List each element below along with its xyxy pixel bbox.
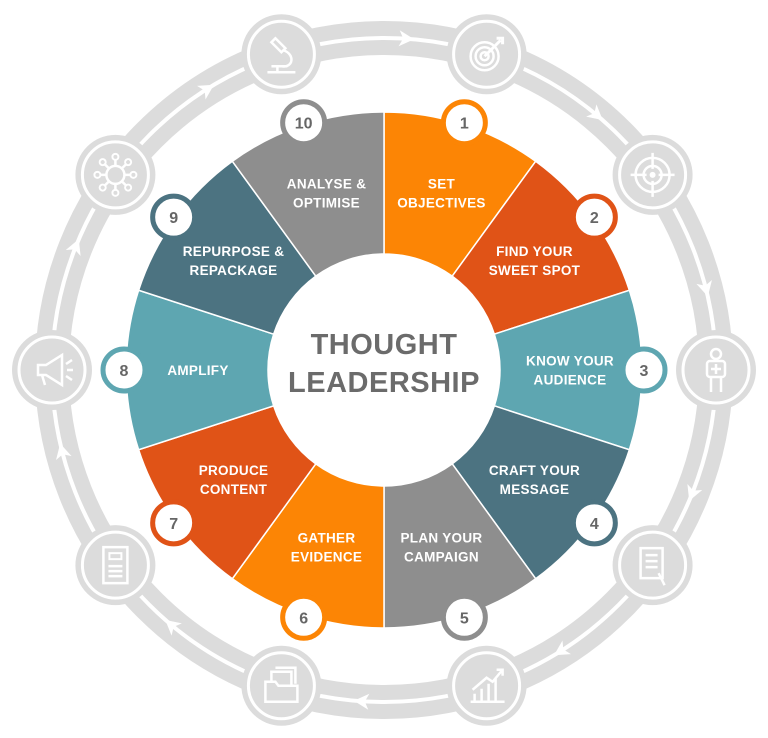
step-icon-badge (612, 525, 693, 606)
step-icon-badge (241, 645, 322, 726)
step-number-badge: 4 (570, 499, 618, 547)
document-icon (102, 545, 129, 585)
person-icon (705, 347, 727, 392)
step-number-badge: 9 (150, 193, 198, 241)
step-label-line: SET (428, 177, 456, 192)
cycle-arrow-icon (398, 30, 415, 47)
growth-chart-icon (470, 668, 505, 704)
step-label-line: REPURPOSE & (183, 244, 285, 259)
step-number-badge: 2 (570, 193, 618, 241)
outer-cycle-ring (12, 14, 756, 726)
step-label-line: OBJECTIVES (397, 196, 486, 211)
step-segment-3[interactable]: KNOW YOUR AUDIENCE 3 (493, 289, 668, 451)
step-icon-badge (612, 134, 693, 215)
step-number: 4 (590, 516, 599, 533)
step-label-line: AMPLIFY (167, 363, 228, 378)
step-label-line: OPTIMISE (293, 196, 360, 211)
step-number: 9 (169, 210, 178, 227)
step-label-line: SWEET SPOT (489, 263, 581, 278)
step-label-line: PRODUCE (199, 463, 269, 478)
center-circle (268, 254, 500, 486)
step-label-line: CAMPAIGN (404, 549, 479, 564)
cycle-arrow-icon (553, 640, 571, 656)
virus-icon (93, 152, 138, 197)
step-segment-1[interactable]: SET OBJECTIVES 1 (383, 99, 537, 278)
microscope-icon (267, 36, 296, 74)
step-number: 7 (169, 516, 178, 533)
cycle-arrow-icon (687, 483, 703, 501)
step-segment-9[interactable]: REPURPOSE & REPACKAGE 9 (137, 160, 317, 336)
step-label-line: AUDIENCE (534, 373, 607, 388)
center-hub: THOUGHT LEADERSHIP (268, 254, 500, 486)
step-label-line: REPACKAGE (190, 263, 278, 278)
step-segment-2[interactable]: FIND YOUR SWEET SPOT 2 (451, 160, 631, 336)
step-label-line: PLAN YOUR (400, 530, 482, 545)
step-label-line: GATHER (298, 530, 356, 545)
step-icon-badge (12, 330, 92, 410)
step-icon-badge (446, 14, 527, 95)
cycle-arrow-icon (353, 693, 370, 710)
step-label-line: EVIDENCE (291, 549, 362, 564)
step-segment-7[interactable]: PRODUCE CONTENT 7 (137, 404, 317, 580)
cycle-arrow-icon (197, 84, 215, 100)
step-label-line: MESSAGE (500, 482, 570, 497)
step-number-badge: 7 (150, 499, 198, 547)
step-label-line: KNOW YOUR (526, 354, 614, 369)
center-title-line2: LEADERSHIP (288, 367, 480, 399)
step-number-badge: 10 (280, 99, 328, 147)
step-label-line: FIND YOUR (496, 244, 573, 259)
step-number-badge: 5 (440, 593, 488, 641)
step-number: 3 (640, 363, 649, 380)
document-pen-icon (639, 546, 666, 586)
step-number: 6 (299, 610, 308, 627)
step-icon-badge (75, 134, 156, 215)
target-arrow-icon (469, 36, 505, 72)
step-segment-6[interactable]: GATHER EVIDENCE 6 (231, 462, 385, 641)
step-number: 5 (460, 610, 469, 627)
step-label-line: CONTENT (200, 482, 268, 497)
step-number: 2 (590, 210, 599, 227)
step-label-line: CRAFT YOUR (489, 463, 580, 478)
cycle-arrow-icon (696, 279, 712, 297)
folder-icon (264, 666, 299, 704)
step-number-badge: 1 (440, 99, 488, 147)
step-number-badge: 6 (280, 593, 328, 641)
megaphone-icon (36, 352, 73, 388)
crosshair-icon (630, 152, 675, 197)
cycle-arrow-icon (165, 619, 182, 636)
step-icon-badge (75, 525, 156, 606)
step-number-badge: 3 (620, 346, 668, 394)
step-number: 1 (460, 116, 469, 133)
step-segment-8[interactable]: AMPLIFY 8 (100, 289, 275, 451)
step-icon-badge (676, 330, 756, 410)
step-icon-badge (446, 645, 527, 726)
step-number-badge: 8 (100, 346, 148, 394)
step-icon-badge (241, 14, 322, 95)
step-number: 8 (120, 363, 129, 380)
cycle-arrow-icon (65, 239, 81, 257)
step-label-line: ANALYSE & (287, 177, 366, 192)
step-number: 10 (295, 116, 313, 133)
center-title-line1: THOUGHT (311, 329, 458, 361)
cycle-arrow-icon (56, 443, 72, 461)
cycle-arrow-icon (586, 104, 603, 121)
